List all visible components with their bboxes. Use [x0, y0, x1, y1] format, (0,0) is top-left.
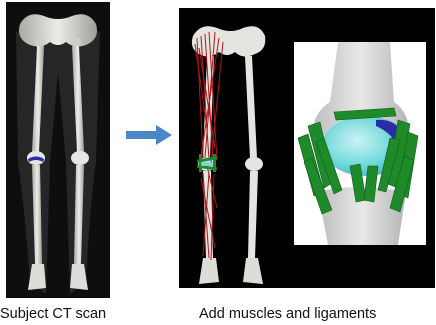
knee-right: [245, 157, 263, 171]
right-arrow-icon: [126, 125, 172, 145]
pelvis: [19, 14, 97, 46]
knee-closeup-inset: [294, 42, 426, 245]
femur-right: [245, 56, 257, 158]
leg-model-image: [179, 8, 294, 288]
musculoskeletal-model-panel: [179, 8, 435, 288]
tibia-right: [248, 171, 258, 258]
ct-scan-image: [6, 2, 110, 298]
foot-left: [199, 258, 219, 284]
ct-scan-caption: Subject CT scan: [0, 306, 106, 322]
muscles-ligaments-caption: Add muscles and ligaments: [199, 306, 376, 322]
ct-scan-panel: [6, 2, 110, 298]
knee-right: [71, 151, 89, 165]
hip-joint-right: [71, 37, 81, 47]
knee-cartilage: [201, 162, 213, 166]
hip-joint-left: [35, 37, 45, 47]
pelvis: [192, 26, 265, 56]
foot-right: [243, 258, 263, 284]
